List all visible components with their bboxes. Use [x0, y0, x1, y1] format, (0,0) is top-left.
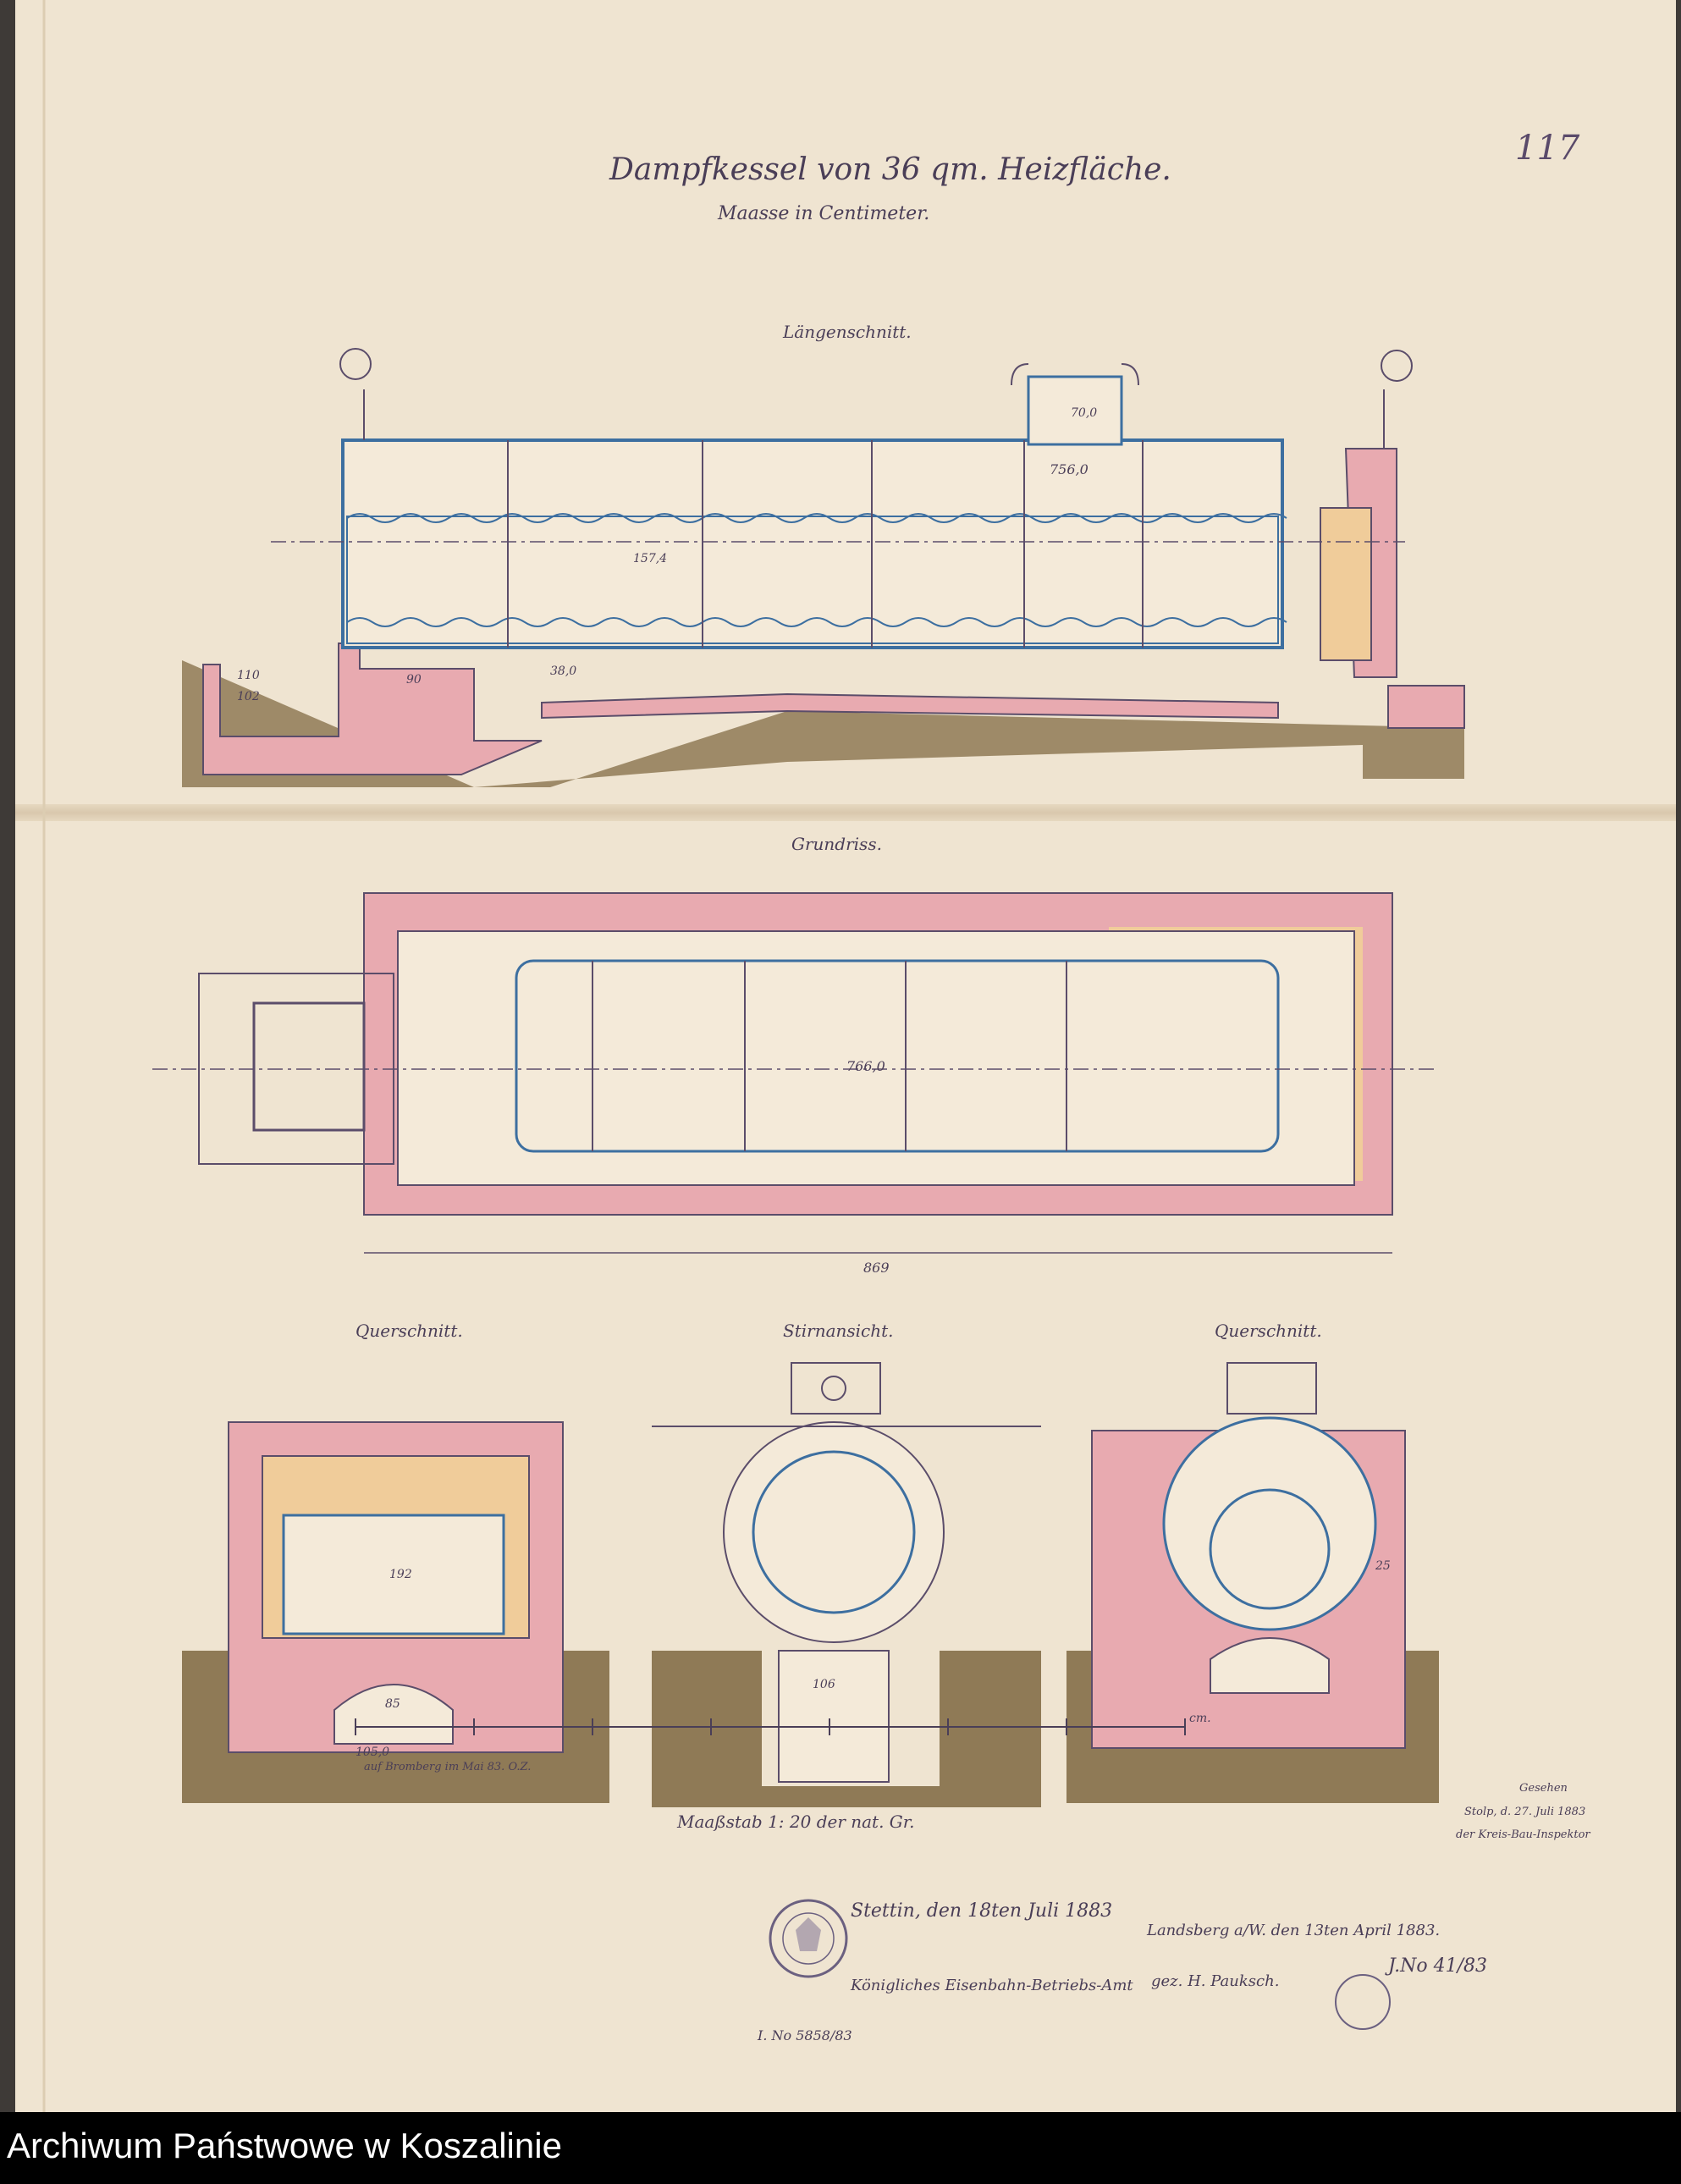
dim-192: 192: [389, 1568, 412, 1581]
office-name: Königliches Eisenbahn-Betriebs-Amt: [851, 1977, 1133, 1994]
dim-overall-length: 869: [863, 1260, 890, 1276]
boiler-shell: [341, 438, 1284, 649]
scale-label: Maaßstab 1: 20 der nat. Gr.: [677, 1812, 915, 1832]
reference-number: I. No 5858/83: [758, 2027, 852, 2043]
cross-section-left: [182, 1421, 609, 1803]
label-front: Stirnansicht.: [783, 1321, 894, 1341]
water-line-lower: [346, 617, 1287, 627]
technical-drawing: [42, 0, 1465, 2112]
dim-110: 110: [237, 669, 260, 682]
right-note-1: Gesehen: [1519, 1782, 1568, 1795]
dim-85: 85: [385, 1697, 400, 1711]
landsberg-note: Landsberg a/W. den 13ten April 1883.: [1147, 1922, 1441, 1939]
round-stamp: [1335, 1974, 1391, 2030]
official-seal: [769, 1899, 848, 1978]
plan-boiler: [515, 959, 1280, 1153]
cross-section-right: [1066, 1362, 1439, 1803]
register-number: J.No 41/83: [1388, 1955, 1487, 1977]
masonry-front: [202, 643, 543, 775]
left-pulley: [339, 348, 372, 380]
plan-inner: [397, 930, 1355, 1186]
dim-plan-length: 766,0: [846, 1058, 885, 1074]
archive-name: Archiwum Państwowe w Koszalinie: [7, 2126, 562, 2165]
label-longitudinal: Längenschnitt.: [783, 322, 912, 342]
dim-boiler-length: 756,0: [1050, 461, 1089, 477]
scale-unit: cm.: [1189, 1712, 1211, 1725]
water-line-upper: [346, 513, 1287, 523]
dim-dome-width: 70,0: [1071, 406, 1098, 420]
left-flue: [282, 1514, 505, 1635]
front-bracket: [791, 1362, 881, 1415]
flue-tube: [346, 516, 1279, 644]
plan-door: [252, 1001, 366, 1132]
front-door-frame: [778, 1650, 890, 1783]
drawing-title: Dampfkessel von 36 qm. Heizfläche.: [609, 152, 1171, 187]
scale-note: auf Bromberg im Mai 83. O.Z.: [364, 1761, 532, 1773]
dome-pipes: [1011, 363, 1139, 386]
right-note-3: der Kreis-Bau-Inspektor: [1456, 1828, 1590, 1841]
earth-fill: [182, 660, 1464, 787]
right-shell: [1162, 1416, 1377, 1631]
right-tube: [1209, 1488, 1331, 1610]
label-cross-left: Querschnitt.: [355, 1321, 463, 1341]
dim-90: 90: [406, 673, 422, 687]
left-arch: [333, 1684, 454, 1745]
drawing-subtitle: Maasse in Centimeter.: [718, 203, 930, 224]
front-tube: [752, 1450, 916, 1614]
front-shell: [723, 1421, 945, 1643]
right-pulley: [1381, 350, 1413, 382]
label-plan: Grundriss.: [791, 834, 882, 854]
dim-105: 105,0: [355, 1746, 390, 1759]
archive-footer: Archiwum Państwowe w Koszalinie: [0, 2112, 1681, 2184]
longitudinal-section: [182, 348, 1465, 787]
stettin-date: Stettin, den 18ten Juli 1883: [851, 1900, 1113, 1922]
scale-bar: [355, 1718, 1186, 1735]
label-cross-right: Querschnitt.: [1215, 1321, 1322, 1341]
right-note-2: Stolp, d. 27. Juli 1883: [1464, 1806, 1586, 1818]
dim-38: 38,0: [550, 665, 577, 678]
steam-dome: [1027, 375, 1123, 446]
masonry-step: [1387, 685, 1465, 729]
masonry-floor: [541, 692, 1279, 720]
dim-25: 25: [1375, 1559, 1391, 1573]
dim-106: 106: [813, 1678, 835, 1691]
firebrick: [1320, 507, 1372, 661]
folio-number: 117: [1515, 129, 1580, 168]
front-view: [652, 1362, 1041, 1807]
plan-view: [152, 892, 1439, 1254]
dim-102: 102: [237, 690, 260, 703]
dim-diameter: 157,4: [633, 552, 668, 565]
signed-note: gez. H. Pauksch.: [1151, 1972, 1280, 1990]
